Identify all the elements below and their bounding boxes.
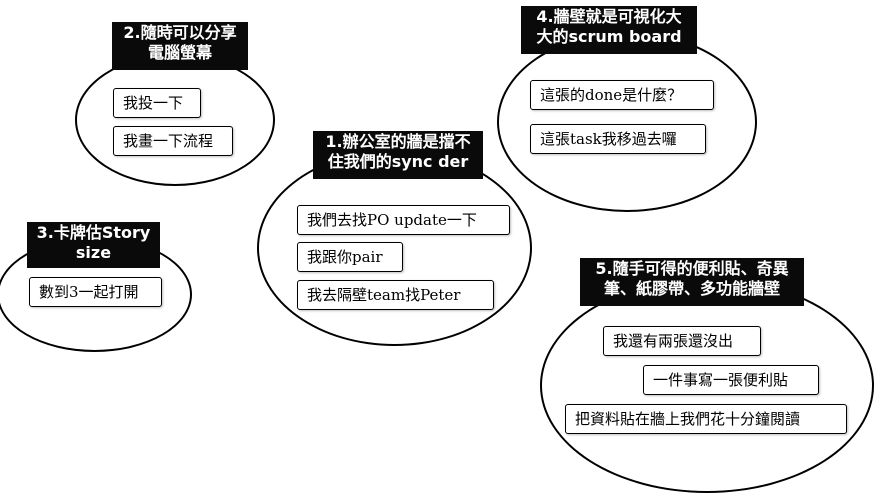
group-3-title: 3.卡牌估Story size <box>27 222 160 268</box>
group-1-item-1: 我們去找PO update一下 <box>297 205 510 235</box>
group-1-item-3: 我去隔壁team找Peter <box>297 280 494 310</box>
group-2-bubble <box>75 54 275 186</box>
group-2-title: 2.隨時可以分享 電腦螢幕 <box>112 22 248 70</box>
group-5-item-2: 一件事寫一張便利貼 <box>643 365 819 395</box>
group-4-item-2: 這張task我移過去囉 <box>530 124 706 154</box>
group-4-bubble <box>497 32 757 212</box>
group-1-title: 1.辦公室的牆是擋不 住我們的sync der <box>313 131 483 179</box>
group-4-item-1: 這張的done是什麼？ <box>530 80 714 110</box>
group-4-title: 4.牆壁就是可視化大 大的scrum board <box>521 6 697 54</box>
group-5-item-3: 把資料貼在牆上我們花十分鐘閱讀 <box>565 404 847 434</box>
group-5-item-1: 我還有兩張還沒出 <box>603 326 761 356</box>
group-3-item-1: 數到3一起打開 <box>29 277 162 307</box>
group-2-item-1: 我投一下 <box>113 88 201 118</box>
group-5-title: 5.隨手可得的便利貼、奇異 筆、紙膠帶、多功能牆壁 <box>580 258 804 306</box>
group-1-item-2: 我跟你pair <box>297 242 403 272</box>
group-2-item-2: 我畫一下流程 <box>113 126 233 156</box>
